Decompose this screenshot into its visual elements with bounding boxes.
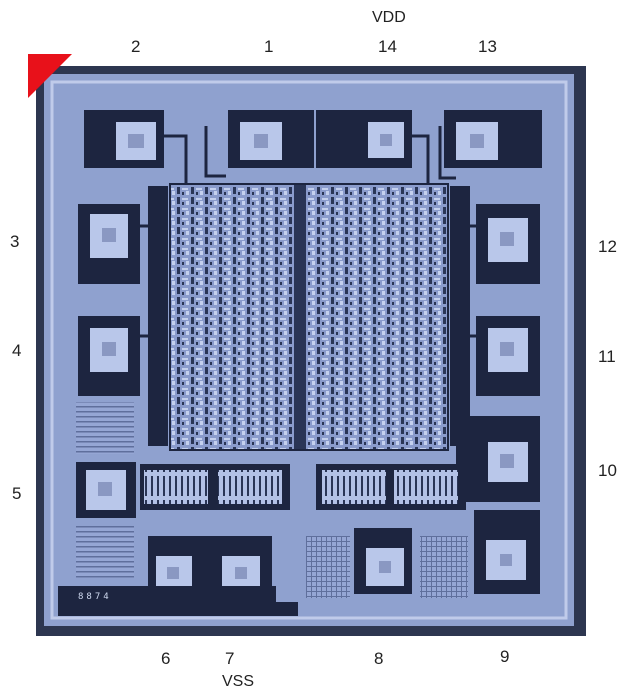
grid-block-left [306, 536, 350, 598]
right-rail [450, 186, 470, 446]
die-marking: 8874 [78, 592, 112, 602]
pad-11 [476, 316, 540, 396]
left-rail [148, 186, 168, 446]
pad-14 [316, 110, 412, 168]
hatched-block-upper [76, 402, 134, 454]
pad-8 [354, 528, 412, 594]
pin-14-label: 14 [378, 37, 397, 56]
pin-10-label: 10 [598, 461, 617, 480]
pad-2 [84, 110, 164, 168]
pin-12-label: 12 [598, 237, 617, 256]
vdd-label: VDD [372, 9, 406, 26]
pin1-marker-triangle [28, 54, 72, 98]
ground-bus [58, 586, 298, 616]
pin-8-label: 8 [374, 649, 384, 668]
driver-comb-3 [322, 470, 386, 504]
pin-11-label: 11 [598, 347, 616, 366]
pad-5 [76, 462, 136, 518]
pad-10 [456, 416, 540, 502]
logic-core [170, 184, 448, 450]
core-divider [294, 184, 306, 450]
die-photo: 8874 [36, 66, 586, 636]
pad-12 [476, 204, 540, 284]
pad-13 [444, 110, 542, 168]
driver-comb-1 [144, 470, 208, 504]
driver-comb-2 [218, 470, 282, 504]
vss-label: VSS [222, 673, 255, 690]
pad-3 [78, 204, 140, 284]
pin-3-label: 3 [10, 232, 20, 251]
die-drawing [36, 66, 586, 636]
pin-2-label: 2 [131, 37, 141, 56]
grid-block-right [420, 536, 468, 598]
pin-6-label: 6 [161, 649, 171, 668]
pad-4 [78, 316, 140, 396]
hatched-block-lower [76, 526, 134, 578]
pin-5-label: 5 [12, 484, 22, 503]
pin-1-label: 1 [264, 37, 274, 56]
pad-9 [474, 510, 540, 594]
pin-7-label: 7 [225, 649, 235, 668]
pin-4-label: 4 [12, 341, 22, 360]
driver-comb-4 [394, 470, 458, 504]
pad-1 [228, 110, 314, 168]
pin-9-label: 9 [500, 647, 510, 666]
pin-13-label: 13 [478, 37, 497, 56]
